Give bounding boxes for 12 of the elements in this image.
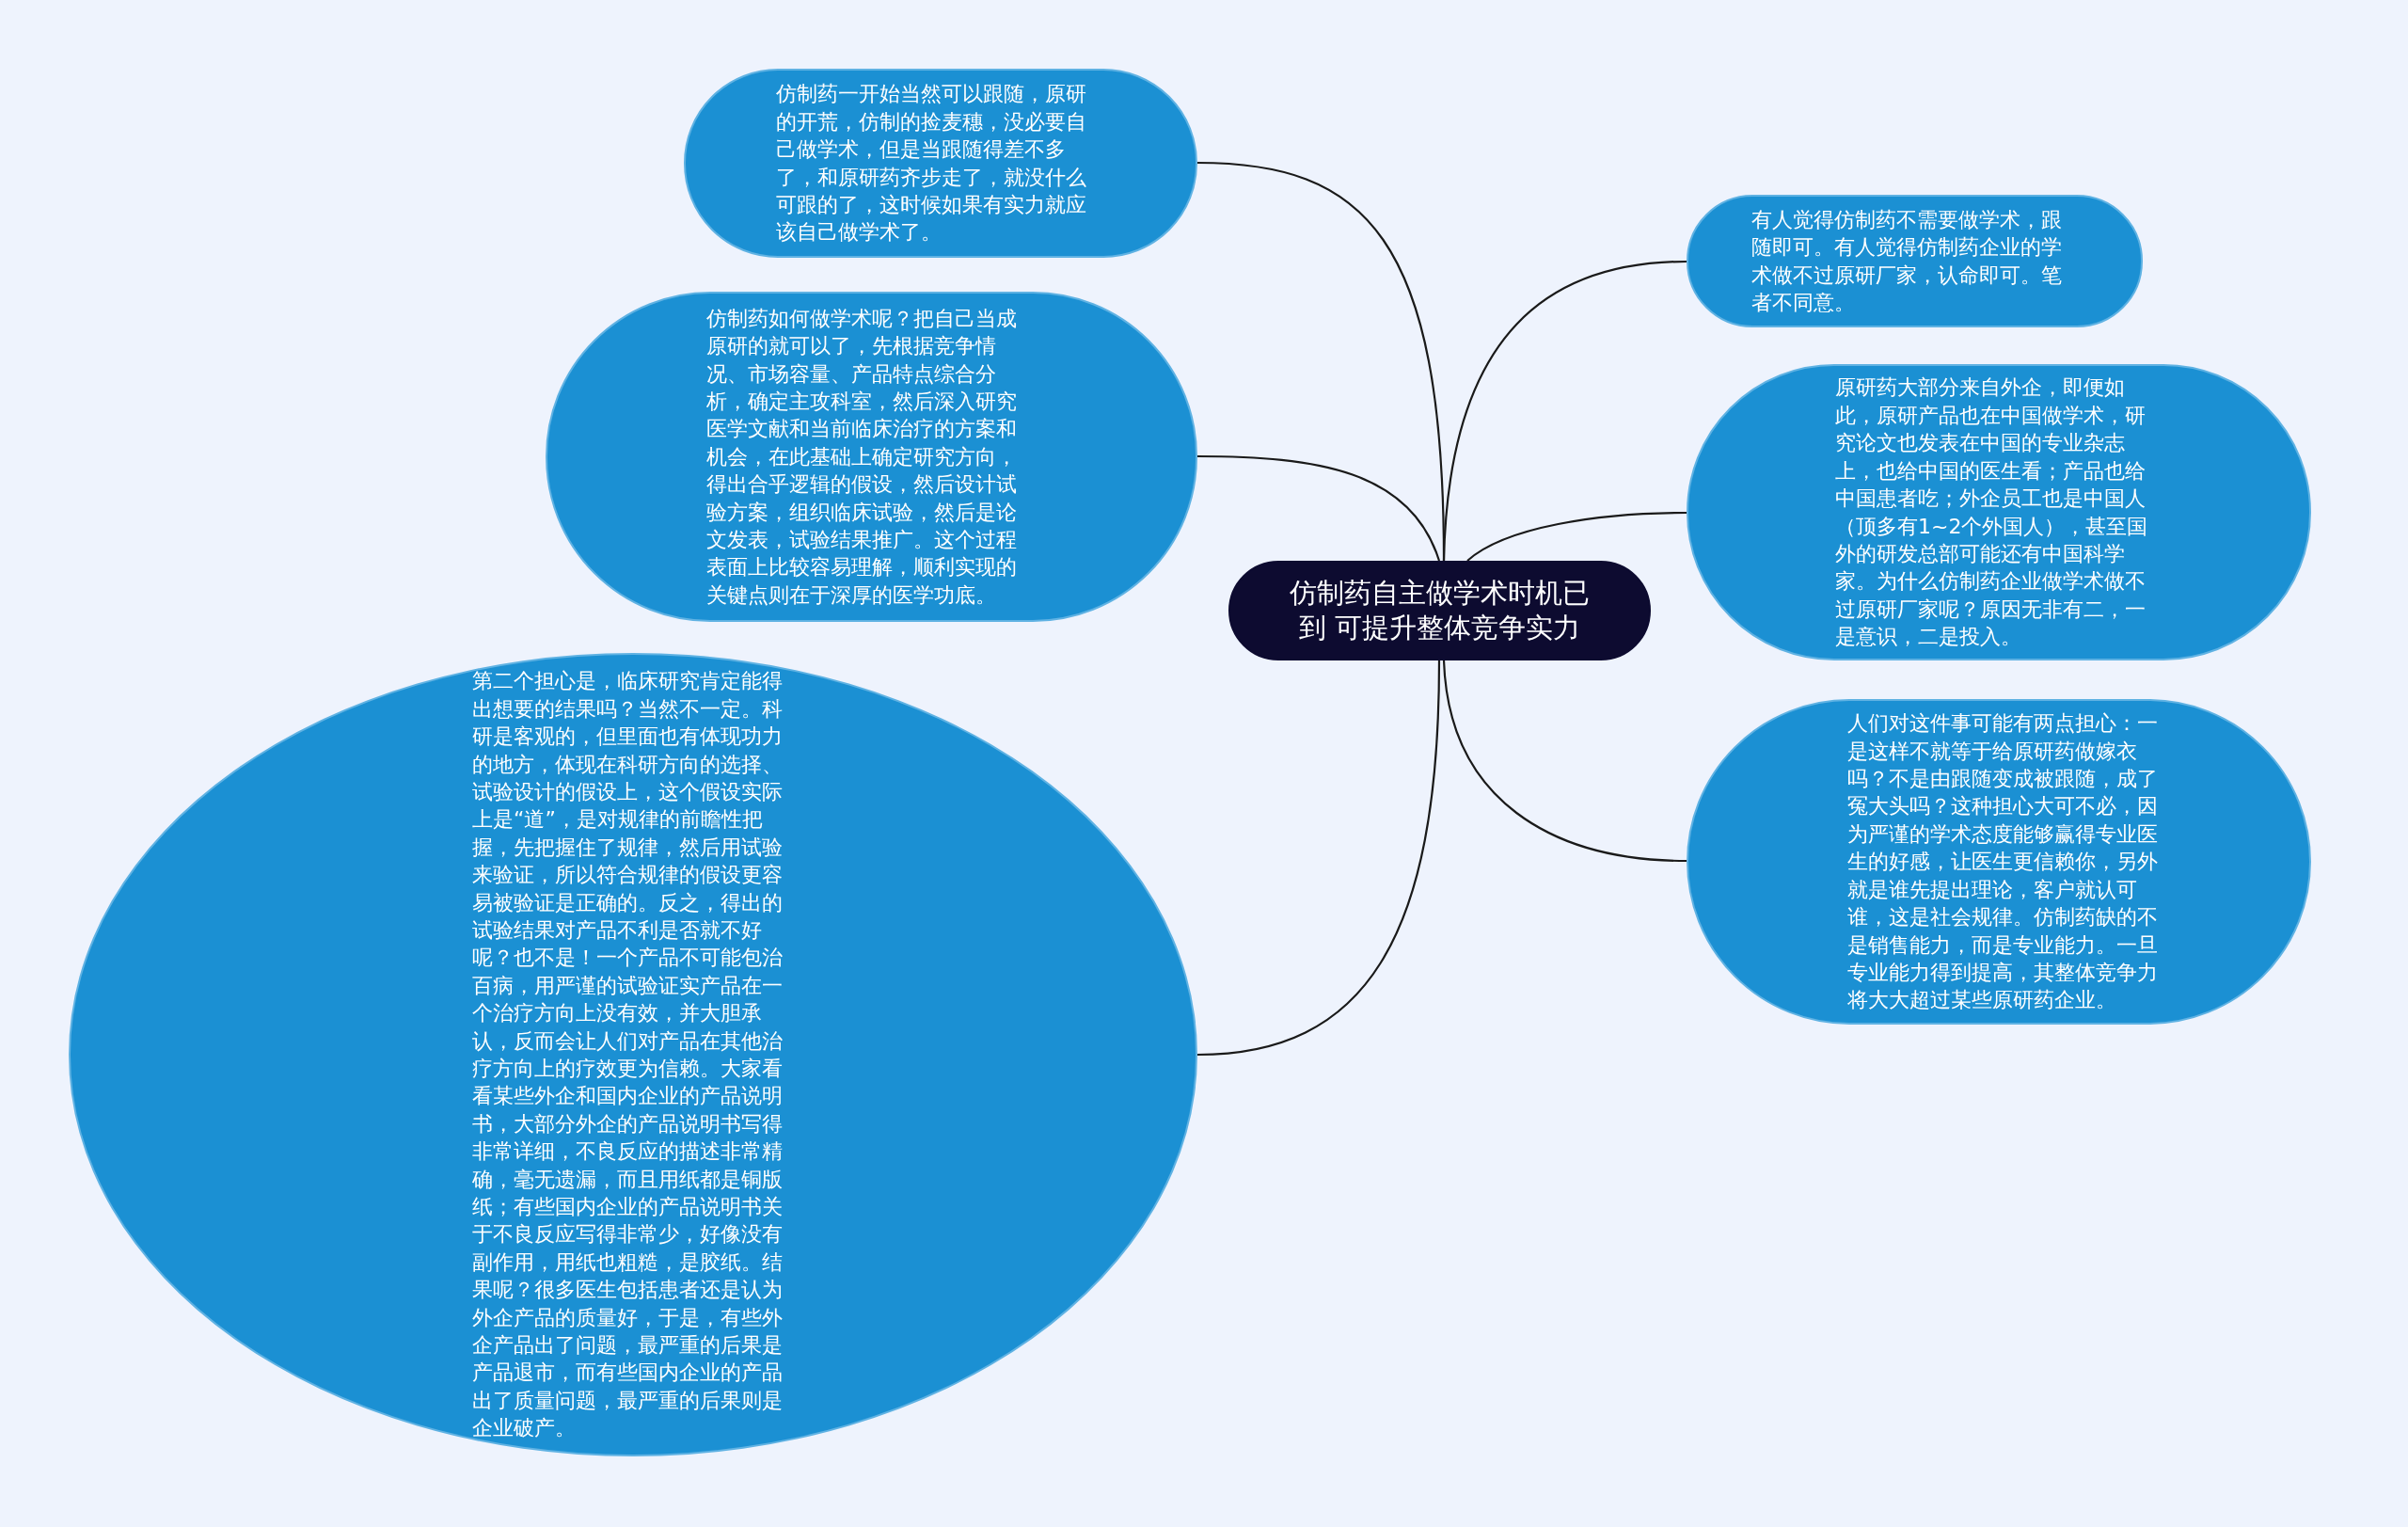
topic-bubble: 人们对这件事可能有两点担心：一是这样不就等于给原研药做嫁衣吗？不是由跟随变成被跟随，成了冤大头吗？这种担心大可不必，因为严谨的学术态度能够赢得专业医生的好感，让医生更信赖你，另外就是谁先提出理论，客户就认可谁，这是社会规律。仿制药缺的不是销售能力，而是专业能力。一旦专业能力得到提高，其整体竞争力将大大超过某些原研药企业。 [1687, 699, 2311, 1025]
topic-bubble: 第二个担心是，临床研究肯定能得出想要的结果吗？当然不一定。科研是客观的，但里面也有体现功力的地方，体现在科研方向的选择、试验设计的假设上，这个假设实际上是“道”，是对规律的前瞻性把握，先把握住了规律，然后用试验来验证，所以符合规律的假设更容易被验证是正确的。反之，得出的试验结果对产品不利是否就不好呢？也不是！一个产品不可能包治百病，用严谨的试验证实产品在一个治疗方向上没有效，并大胆承认，反而会让人们对产品在其他治疗方向上的疗效更为信赖。大家看看某些外企和国内企业的产品说明书，大部分外企的产品说明书写得非常详细，不良反应的描述非常精确，毫无遗漏，而且用纸都是铜版纸；有些国内企业的产品说明书关于不良反应写得非常少，好像没有副作用，用纸也粗糙，是胶纸。结果呢？很多医生包括患者还是认为外企产品的质量好，于是，有些外企产品出了问题，最严重的后果是产品退市，而有些国内企业的产品出了质量问题，最严重的后果则是企业破产。 [69, 653, 1197, 1456]
connector-line [1442, 260, 1687, 562]
connector-line [1196, 660, 1441, 1057]
connector-line [1442, 660, 1687, 863]
connector-line [1197, 454, 1441, 562]
topic-bubble: 有人觉得仿制药不需要做学术，跟随即可。有人觉得仿制药企业的学术做不过原研厂家，认命即可。笔者不同意。 [1687, 195, 2143, 327]
topic-bubble: 仿制药如何做学术呢？把自己当成原研的就可以了，先根据竞争情况、市场容量、产品特点综合分析，确定主攻科室，然后深入研究医学文献和当前临床治疗的方案和机会，在此基础上确定研究方向，得出合乎逻辑的假设，然后设计试验方案，组织临床试验，然后是论文发表，试验结果推广。这个过程表面上比较容易理解，顺利实现的关键点则在于深厚的医学功底。 [546, 292, 1197, 622]
topic-bubble: 仿制药一开始当然可以跟随，原研的开荒，仿制的捡麦穗，没必要自己做学术，但是当跟随得差不多了，和原研药齐步走了，就没什么可跟的了，这时候如果有实力就应该自己做学术了。 [684, 69, 1197, 258]
central-topic: 仿制药自主做学术时机已到 可提升整体竞争实力 [1228, 561, 1651, 660]
connector-line [1466, 511, 1687, 562]
topic-bubble: 原研药大部分来自外企，即便如此，原研产品也在中国做学术，研究论文也发表在中国的专业杂志上，也给中国的医生看；产品也给中国患者吃；外企员工也是中国人（顶多有1~2个外国人），甚至国外的研发总部可能还有中国科学家。为什么仿制药企业做学术做不过原研厂家呢？原因无非有二，一是意识，二是投入。 [1687, 364, 2311, 660]
